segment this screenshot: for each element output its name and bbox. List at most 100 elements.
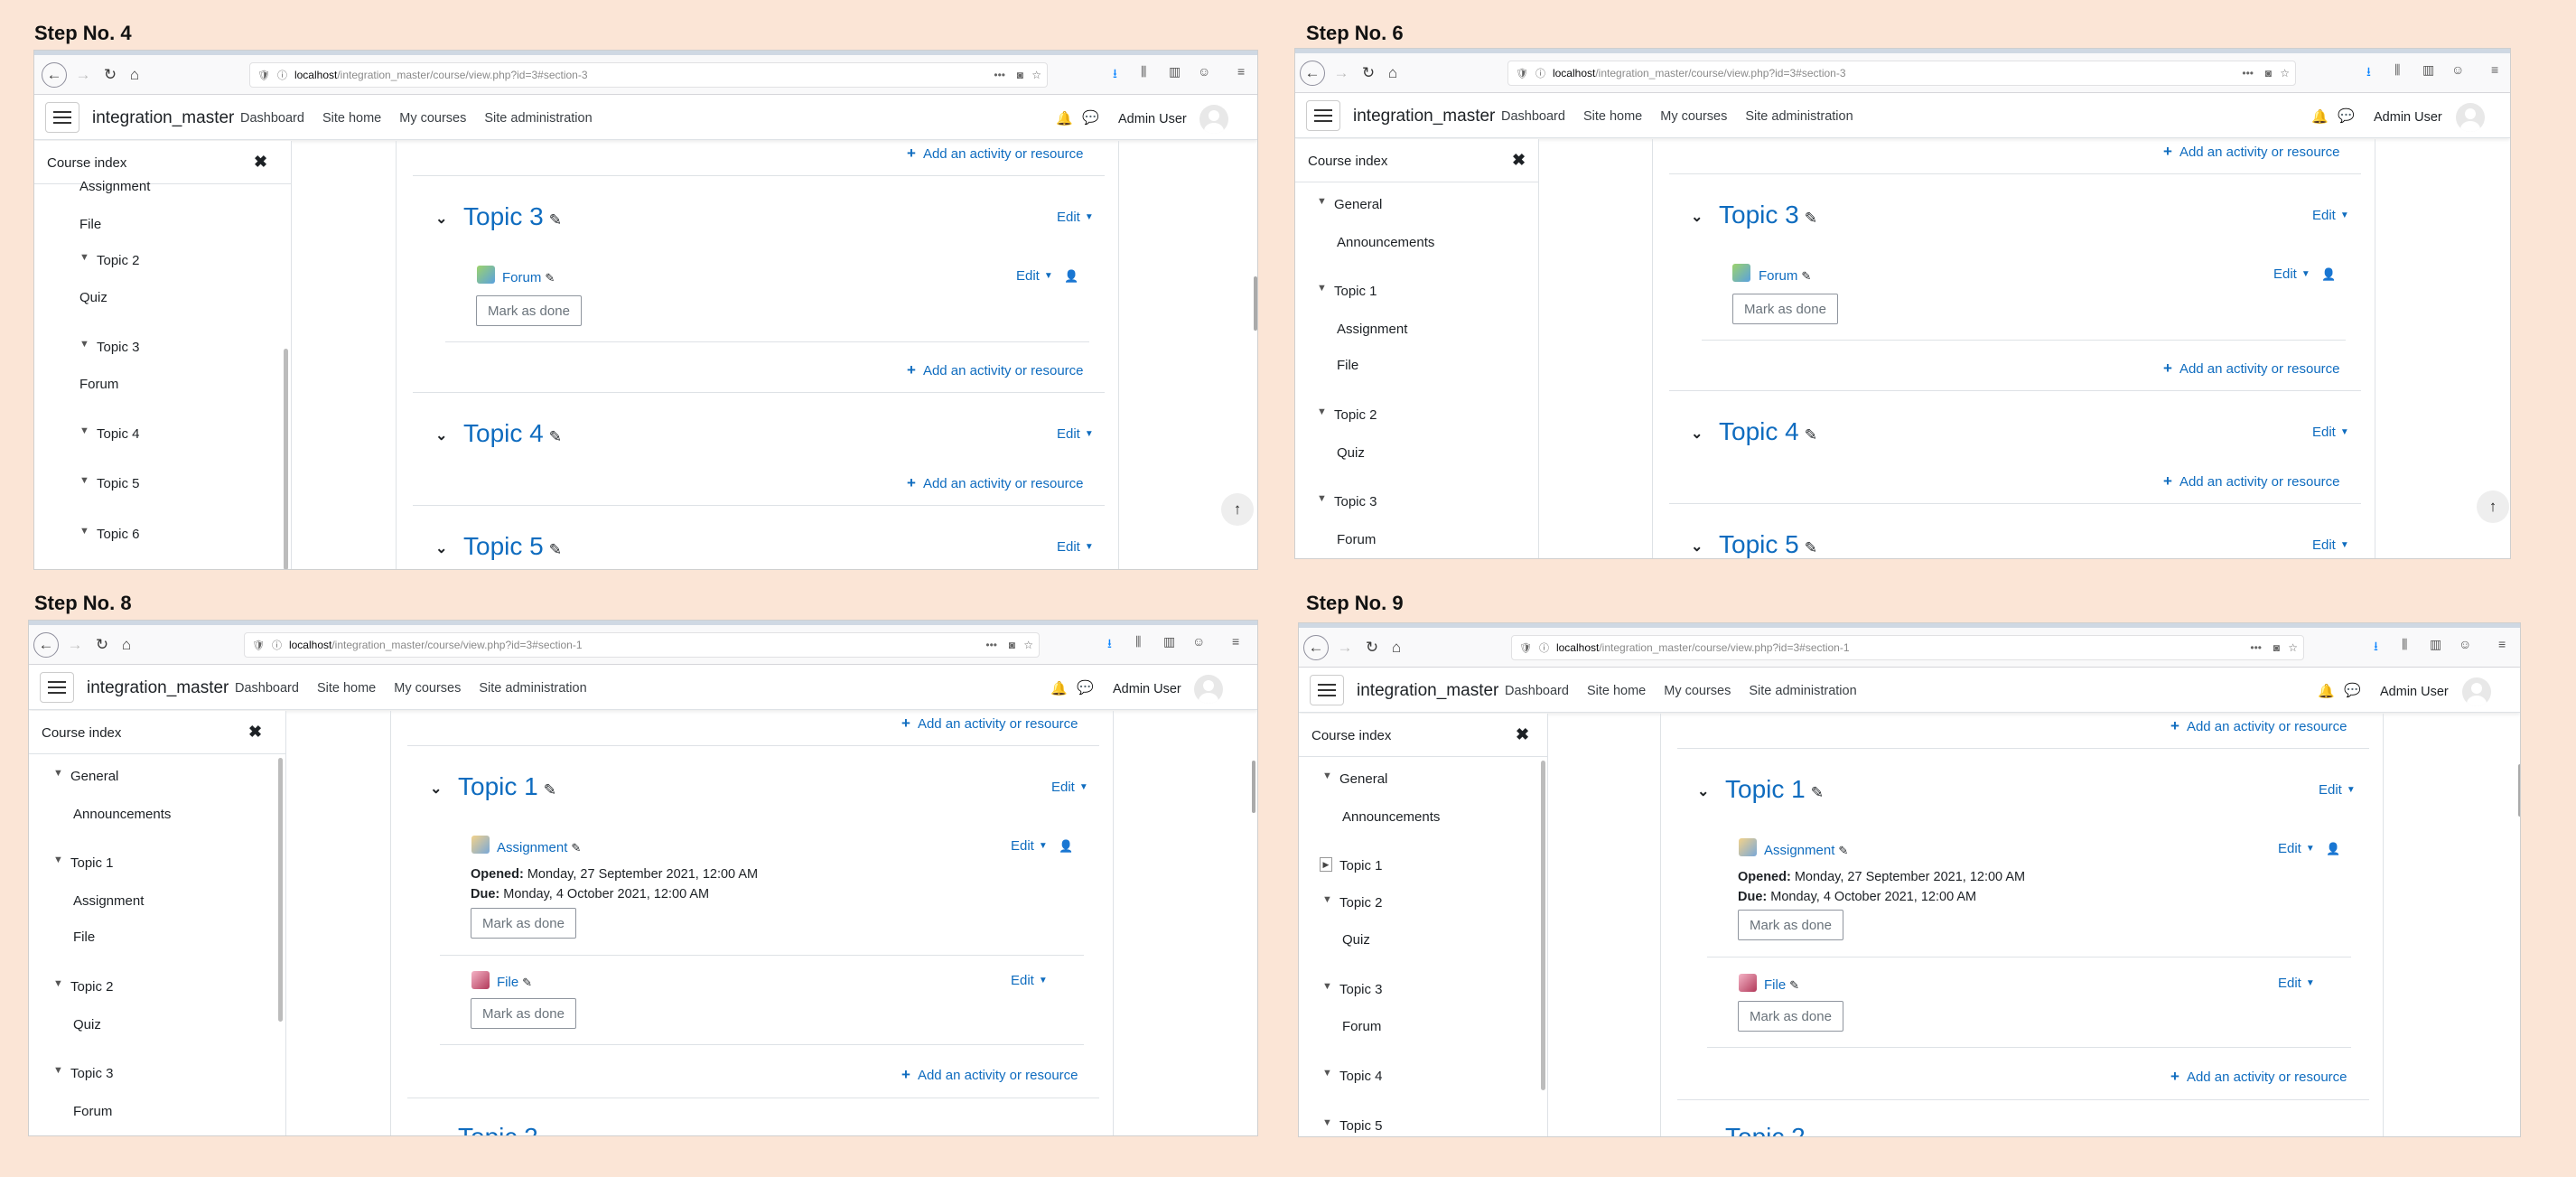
edit-menu[interactable]: Edit▼ <box>2312 537 2349 553</box>
chevron-down-icon[interactable]: ⌄ <box>1697 784 1710 799</box>
edit-menu[interactable]: Edit▼ <box>2319 782 2356 798</box>
bookmark-star-icon[interactable]: ☆ <box>1023 639 1033 651</box>
url-bar[interactable]: 🛡ⓘ localhost/integration_master/course/v… <box>244 632 1040 658</box>
activity-link[interactable]: Assignment✎ <box>497 840 581 855</box>
section-title[interactable]: Topic 1✎ <box>458 772 556 801</box>
drawer-toggle-button[interactable] <box>45 102 79 133</box>
user-name[interactable]: Admin User <box>2380 685 2449 699</box>
index-item-topic[interactable]: ▼Topic 6 <box>79 526 140 542</box>
mark-as-done-button[interactable]: Mark as done <box>471 998 576 1029</box>
edit-menu[interactable]: Edit▼ <box>1011 973 1048 988</box>
section-title[interactable]: Topic 4✎ <box>1719 417 1817 446</box>
back-to-top-button[interactable]: ↑ <box>2477 490 2509 523</box>
index-item[interactable]: Announcements <box>1342 809 1441 825</box>
back-to-top-button[interactable]: ↑ <box>1221 493 1254 526</box>
pencil-icon[interactable]: ✎ <box>1810 784 1824 801</box>
index-item-topic[interactable]: ▼Topic 2 <box>1317 406 1377 423</box>
sidebar-icon[interactable]: ▥ <box>2422 62 2435 77</box>
nav-site-home[interactable]: Site home <box>316 681 377 696</box>
chevron-down-icon[interactable]: ⌄ <box>435 211 448 227</box>
sidebar-icon[interactable]: ▥ <box>2430 637 2442 651</box>
edit-menu[interactable]: Edit▼ <box>2278 841 2315 856</box>
forward-icon[interactable]: → <box>75 66 91 83</box>
index-item[interactable]: Announcements <box>73 807 172 822</box>
activity-link[interactable]: File✎ <box>1764 977 1799 993</box>
index-item[interactable]: Assignment <box>79 179 151 194</box>
edit-menu[interactable]: Edit▼ <box>1057 210 1094 225</box>
index-item[interactable]: Assignment <box>73 893 145 909</box>
activity-link[interactable]: Forum✎ <box>1759 268 1811 284</box>
nav-site-home[interactable]: Site home <box>1582 109 1643 124</box>
user-icon[interactable]: 👤 <box>1064 269 1079 283</box>
index-item-topic[interactable]: ▼Topic 3 <box>79 339 140 355</box>
section-title[interactable]: Topic 3✎ <box>463 202 562 231</box>
reload-icon[interactable]: ↻ <box>95 636 109 653</box>
messages-icon[interactable]: 💬 <box>1082 110 1099 126</box>
site-name[interactable]: integration_master <box>87 678 229 697</box>
bookmark-star-icon[interactable]: ☆ <box>1031 69 1041 81</box>
index-item[interactable]: File <box>73 929 96 945</box>
chevron-down-icon[interactable]: ⌄ <box>430 781 443 797</box>
nav-my-courses[interactable]: My courses <box>1664 684 1731 698</box>
user-icon[interactable]: 👤 <box>2326 842 2341 855</box>
nav-dashboard[interactable]: Dashboard <box>240 111 304 126</box>
add-activity-link[interactable]: +Add an activity or resource <box>901 1066 1078 1083</box>
avatar[interactable] <box>1199 105 1228 134</box>
index-item-topic[interactable]: ▼Topic 2 <box>1322 894 1383 911</box>
mark-as-done-button[interactable]: Mark as done <box>471 908 576 939</box>
close-icon[interactable]: ✖ <box>1512 151 1526 169</box>
page-scrollbar[interactable] <box>1254 276 1257 331</box>
mark-as-done-button[interactable]: Mark as done <box>1732 294 1838 324</box>
page-scrollbar[interactable] <box>1252 761 1255 813</box>
back-icon[interactable]: ← <box>1300 61 1325 86</box>
site-name[interactable]: integration_master <box>1353 107 1496 126</box>
edit-menu[interactable]: Edit▼ <box>1057 426 1094 442</box>
pencil-icon[interactable]: ✎ <box>545 271 555 285</box>
index-item-topic[interactable]: ▼Topic 3 <box>1317 493 1377 509</box>
page-actions-icon[interactable]: ••• <box>994 69 1005 81</box>
chevron-down-icon[interactable]: ⌄ <box>435 541 448 556</box>
index-item-topic[interactable]: ▼Topic 5 <box>1322 1117 1383 1134</box>
forward-icon[interactable]: → <box>1337 639 1353 656</box>
activity-link[interactable]: Assignment✎ <box>1764 843 1848 858</box>
pencil-icon[interactable]: ✎ <box>522 976 533 989</box>
add-activity-link[interactable]: +Add an activity or resource <box>2170 1068 2347 1085</box>
forward-icon[interactable]: → <box>1333 64 1349 81</box>
section-title[interactable]: Topic 1✎ <box>1725 775 1824 804</box>
section-title[interactable]: Topic 5✎ <box>463 532 562 561</box>
account-icon[interactable]: ☺ <box>1192 634 1206 649</box>
index-item-topic[interactable]: ▼Topic 4 <box>79 425 140 442</box>
account-icon[interactable]: ☺ <box>1198 64 1211 79</box>
user-icon[interactable]: 👤 <box>2321 267 2337 281</box>
index-item[interactable]: Quiz <box>79 290 107 305</box>
nav-my-courses[interactable]: My courses <box>399 111 467 126</box>
index-item[interactable]: Quiz <box>1337 445 1365 461</box>
close-icon[interactable]: ✖ <box>248 723 263 741</box>
account-icon[interactable]: ☺ <box>2459 637 2472 651</box>
nav-my-courses[interactable]: My courses <box>394 681 462 696</box>
pencil-icon[interactable]: ✎ <box>1804 210 1817 227</box>
nav-site-admin[interactable]: Site administration <box>1749 684 1857 698</box>
pencil-icon[interactable]: ✎ <box>1789 978 1800 992</box>
index-item-topic[interactable]: ▼Topic 1 <box>1317 283 1377 299</box>
mark-as-done-button[interactable]: Mark as done <box>1738 1001 1843 1032</box>
bookmark-star-icon[interactable]: ☆ <box>2288 641 2298 654</box>
drawer-toggle-button[interactable] <box>40 672 74 703</box>
user-name[interactable]: Admin User <box>2374 110 2442 125</box>
activity-link[interactable]: Forum✎ <box>502 270 555 285</box>
section-title[interactable]: Topic 5✎ <box>1719 530 1817 558</box>
menu-icon[interactable]: ≡ <box>1237 64 1246 79</box>
url-bar[interactable]: 🛡ⓘ localhost/integration_master/course/v… <box>249 62 1048 88</box>
menu-icon[interactable]: ≡ <box>1232 634 1240 649</box>
downloads-icon[interactable]: ⭳ <box>1107 636 1112 650</box>
pocket-icon[interactable]: ◙ <box>2264 67 2272 79</box>
nav-my-courses[interactable]: My courses <box>1660 109 1728 124</box>
index-item-topic[interactable]: ▼Topic 5 <box>79 475 140 491</box>
edit-menu[interactable]: Edit▼ <box>1016 268 1053 284</box>
account-icon[interactable]: ☺ <box>2451 62 2465 77</box>
nav-dashboard[interactable]: Dashboard <box>1505 684 1569 698</box>
sidebar-icon[interactable]: ▥ <box>1169 64 1181 79</box>
url-bar[interactable]: 🛡ⓘ localhost/integration_master/course/v… <box>1507 61 2296 86</box>
notifications-icon[interactable]: 🔔 <box>2318 684 2335 699</box>
avatar[interactable] <box>2456 103 2485 132</box>
